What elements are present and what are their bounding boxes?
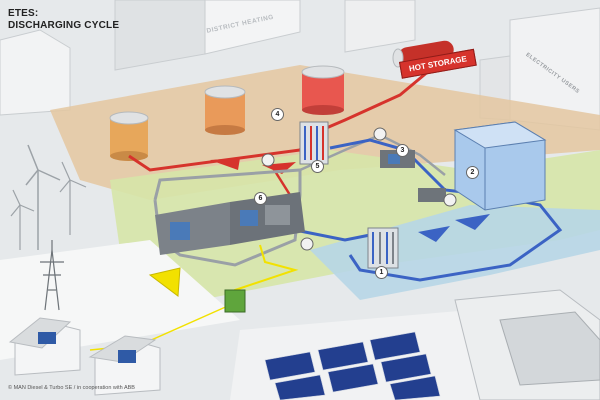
background-building: [344, 0, 416, 53]
wind-turbine: [10, 189, 35, 250]
storage-tank-3: [301, 65, 345, 115]
title-line-2: DISCHARGING CYCLE: [8, 20, 120, 31]
hot-pipe-branch: [266, 159, 292, 196]
transformer: [224, 289, 246, 313]
valve-icon: [373, 127, 387, 141]
component-number-2: 2: [466, 166, 479, 179]
valve-icon: [300, 237, 314, 251]
cold-storage-2: [453, 121, 547, 211]
pump-unit: [418, 188, 446, 202]
house: [88, 335, 161, 396]
power-flow-arrow: [148, 267, 181, 297]
heat-pump-machine-6: [155, 192, 305, 255]
cold-pipe: [294, 228, 371, 242]
valve-icon: [443, 193, 457, 207]
cold-flow-arrow: [455, 214, 490, 230]
stadium-building: [454, 289, 600, 400]
house: [8, 317, 81, 376]
diagram-title: ETES: DISCHARGING CYCLE: [8, 8, 119, 32]
component-number-5: 5: [311, 160, 324, 173]
background-building: [114, 0, 206, 71]
component-number-3: 3: [396, 144, 409, 157]
component-number-1: 1: [375, 266, 388, 279]
wind-turbine: [25, 144, 61, 250]
hot-flow-arrow: [210, 158, 240, 170]
storage-tank-2: [204, 85, 246, 135]
cold-flow-arrow: [418, 226, 450, 242]
title-line-1: ETES:: [8, 8, 39, 19]
wind-turbine: [59, 161, 87, 235]
component-number-4: 4: [271, 108, 284, 121]
background-building: [0, 29, 71, 116]
credit-text: © MAN Diesel & Turbo SE / in cooperation…: [8, 385, 135, 391]
component-number-6: 6: [254, 192, 267, 205]
heat-exchanger-1: [367, 227, 399, 269]
solar-panel-array: [264, 331, 441, 400]
valve-icon: [261, 153, 275, 167]
transmission-tower: [40, 240, 64, 311]
heat-exchanger-5: [299, 121, 329, 165]
storage-tank-1: [109, 111, 149, 161]
